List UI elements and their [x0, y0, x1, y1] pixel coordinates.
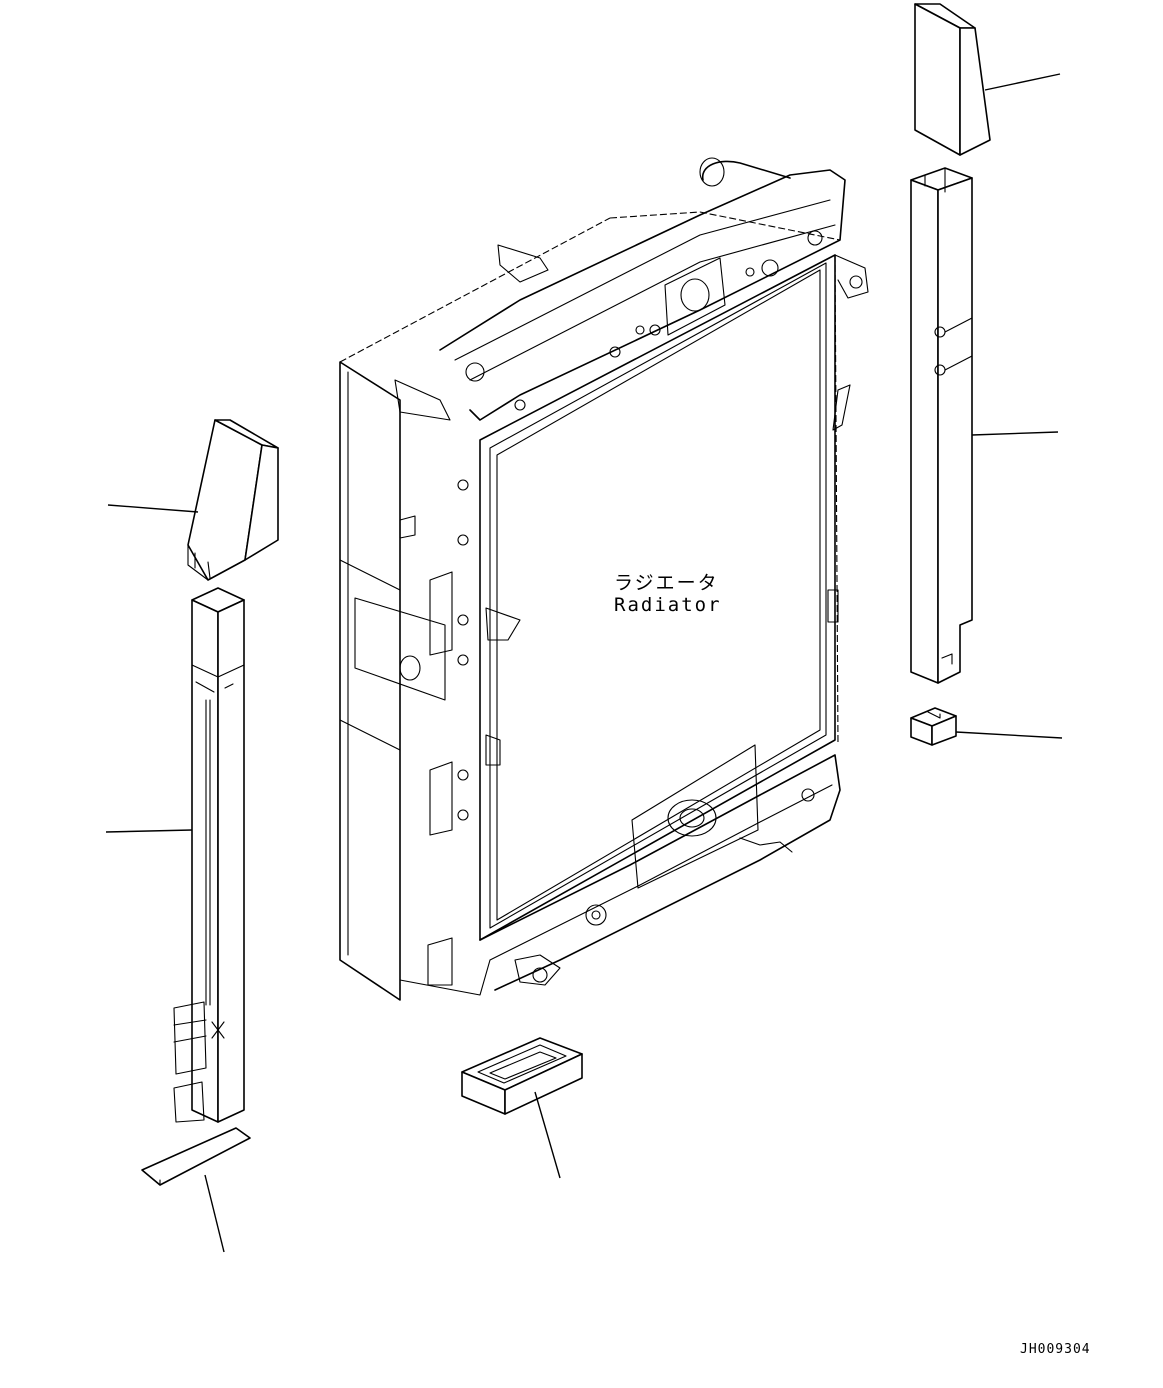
leader-left-column [105, 829, 193, 833]
leader-bottom-frame-pad [534, 1091, 561, 1179]
leader-left-top-wedge [107, 504, 199, 513]
right-top-wedge-seal [914, 3, 991, 156]
leader-right-top-wedge [984, 73, 1061, 91]
bottom-frame-pad [461, 1037, 583, 1115]
radiator-label-jp: ラジエータ [614, 572, 719, 594]
right-small-block-seal [910, 707, 957, 746]
radiator-label-en: Radiator [614, 594, 722, 616]
left-top-wedge-seal [187, 419, 279, 581]
drawing-code: JH009304 [1020, 1342, 1091, 1357]
left-column-seal [173, 587, 245, 1123]
radiator-assembly [339, 157, 869, 1001]
left-bottom-strip-seal [141, 1127, 251, 1186]
leader-right-small-block [955, 731, 1063, 739]
right-column-seal [910, 167, 973, 684]
leader-left-bottom-strip [204, 1174, 225, 1253]
leader-right-column [971, 431, 1059, 436]
